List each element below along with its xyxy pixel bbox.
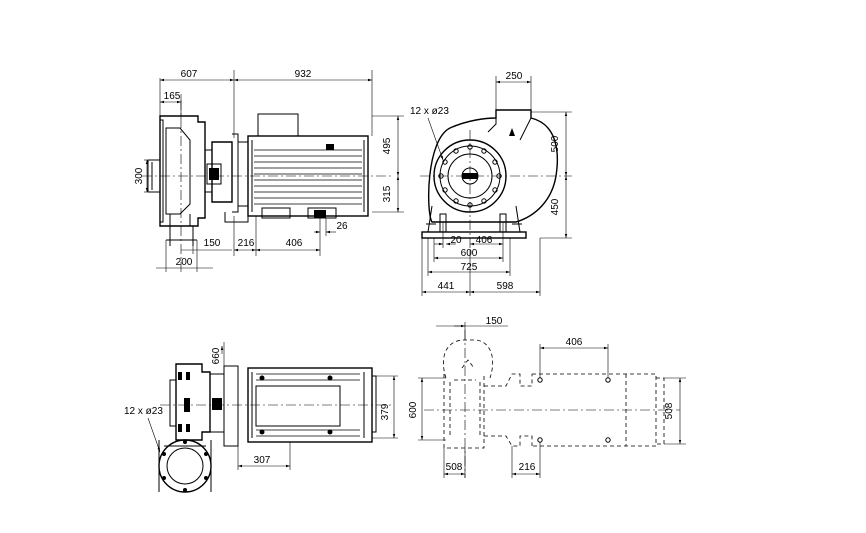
pump-casing — [147, 115, 206, 246]
dim-725: 725 — [461, 262, 478, 273]
dim-406: 406 — [286, 238, 303, 249]
baseplate-front — [421, 205, 527, 239]
plan-outline — [443, 339, 665, 449]
dim-450: 450 — [550, 198, 561, 215]
dim-216: 216 — [238, 238, 255, 249]
dim-600-front: 600 — [461, 248, 478, 259]
top-view: 660 12 x ø23 379 307 — [124, 342, 398, 493]
dim-150: 150 — [204, 238, 221, 249]
dim-508-right: 508 — [664, 402, 675, 419]
dim-315: 315 — [382, 185, 393, 202]
dim-379: 379 — [380, 403, 391, 420]
dim-26: 26 — [336, 221, 348, 232]
pump-top — [158, 363, 212, 493]
dim-598: 598 — [497, 281, 514, 292]
holes-label-top: 12 x ø23 — [124, 406, 163, 417]
dim-600-plan: 600 — [408, 401, 419, 418]
plan-view-dimensions: 150 406 600 508 508 216 — [408, 316, 686, 478]
dim-250: 250 — [506, 71, 523, 82]
dim-508-bottom: 508 — [446, 462, 463, 473]
dim-300: 300 — [134, 167, 145, 184]
dim-406-plan: 406 — [566, 337, 583, 348]
dim-607: 607 — [181, 69, 198, 80]
side-view: 607 932 165 300 495 315 150 216 — [134, 69, 404, 272]
dim-500: 500 — [550, 135, 561, 152]
front-view: 250 12 x ø23 500 450 20 406 600 725 — [410, 71, 572, 296]
coupling-top — [209, 365, 239, 447]
dim-150-plan: 150 — [486, 316, 503, 327]
dim-932: 932 — [295, 69, 312, 80]
dim-406-front: 406 — [476, 235, 493, 246]
motor — [247, 113, 369, 219]
plan-view: 150 406 600 508 508 216 — [408, 316, 686, 478]
dim-495: 495 — [382, 137, 393, 154]
dim-20: 20 — [450, 235, 462, 246]
side-view-dimensions: 607 932 165 300 495 315 150 216 — [134, 69, 404, 272]
front-view-dimensions: 250 12 x ø23 500 450 20 406 600 725 — [410, 71, 572, 296]
dim-441: 441 — [438, 281, 455, 292]
dim-165: 165 — [164, 91, 181, 102]
coupling — [205, 133, 249, 223]
holes-label: 12 x ø23 — [410, 106, 449, 117]
dim-216-plan: 216 — [519, 462, 536, 473]
dim-200: 200 — [176, 257, 193, 268]
dim-307: 307 — [254, 455, 271, 466]
dim-660: 660 — [211, 347, 222, 364]
top-view-dimensions: 660 12 x ø23 379 307 — [124, 342, 398, 470]
volute-front — [428, 109, 559, 223]
